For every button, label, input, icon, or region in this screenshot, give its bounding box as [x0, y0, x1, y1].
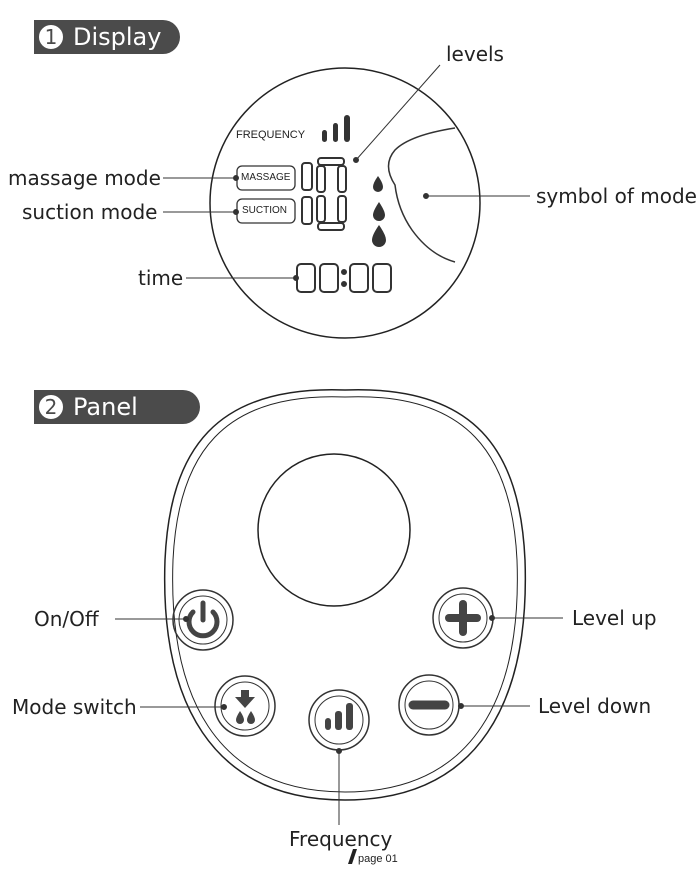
callout-level-up: Level up	[572, 606, 657, 630]
section-number: 2	[37, 393, 65, 421]
page-number: page 01	[358, 853, 398, 865]
panel-display-window	[257, 453, 411, 607]
callout-level-down: Level down	[538, 694, 652, 718]
power-button-ring	[172, 589, 234, 651]
panel-body	[163, 389, 527, 801]
callout-on-off: On/Off	[34, 607, 99, 631]
page-mark	[348, 849, 357, 864]
callout-massage-mode: massage mode	[8, 166, 161, 190]
section-title: Display	[73, 23, 162, 51]
display-circle	[209, 67, 481, 339]
power-icon	[186, 600, 220, 639]
frequency-label: FREQUENCY	[236, 129, 306, 141]
section-title: Panel	[73, 393, 138, 421]
section-header-panel: 2 Panel	[34, 390, 200, 424]
callout-levels: levels	[446, 42, 504, 66]
panel-body-inner	[172, 396, 518, 793]
level-digits	[301, 157, 347, 231]
frequency-button-icon	[325, 703, 353, 730]
suction-label: SUCTION	[242, 205, 287, 216]
breast-outline-icon	[387, 127, 456, 263]
callout-frequency: Frequency	[289, 827, 393, 851]
callout-mode-switch: Mode switch	[12, 695, 137, 719]
drops-icon	[372, 176, 386, 247]
mode-button-ring	[214, 675, 276, 737]
section-header-display: 1 Display	[34, 20, 180, 54]
callout-suction-mode: suction mode	[22, 200, 158, 224]
mode-switch-icon	[235, 690, 255, 724]
section-number: 1	[37, 23, 65, 51]
massage-label: MASSAGE	[241, 172, 291, 183]
time-digits	[296, 263, 392, 293]
frequency-bars-icon	[322, 115, 350, 142]
callout-symbol-of-mode: symbol of mode	[536, 184, 696, 208]
plus-icon	[445, 600, 481, 636]
callout-time: time	[138, 266, 184, 290]
